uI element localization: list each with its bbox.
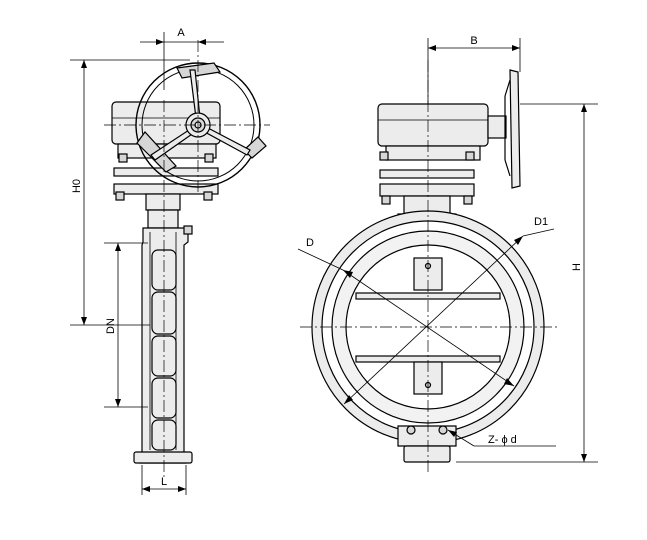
dim-L: L bbox=[141, 465, 187, 495]
side-bolt bbox=[115, 191, 125, 201]
side-neck bbox=[145, 193, 181, 211]
front-bolt bbox=[381, 195, 391, 205]
dim-label-Zd: Z- ϕ d bbox=[488, 434, 517, 446]
dim-label-H0: H0 bbox=[71, 179, 83, 193]
side-bolt bbox=[118, 153, 128, 163]
side-mount-flange bbox=[113, 183, 219, 195]
front-lug-hole bbox=[406, 425, 416, 435]
dim-H: H bbox=[456, 103, 598, 463]
front-bolt bbox=[465, 151, 475, 161]
front-bolt bbox=[463, 195, 473, 205]
front-bolt bbox=[379, 151, 389, 161]
dim-label-H: H bbox=[571, 263, 583, 271]
handwheel-grip bbox=[243, 136, 267, 159]
front-handwheel-shaft bbox=[487, 115, 507, 139]
side-view: A H0 DN L bbox=[70, 27, 270, 495]
dim-label-DN: DN bbox=[105, 318, 117, 334]
dim-label-D: D bbox=[306, 237, 314, 249]
dim-B: B bbox=[427, 35, 521, 104]
dim-DN: DN bbox=[104, 242, 148, 408]
dim-A: A bbox=[140, 27, 224, 90]
dim-label-L: L bbox=[161, 476, 167, 488]
side-bolt bbox=[183, 225, 193, 235]
dim-D1: D1 bbox=[343, 216, 555, 405]
handwheel-grip bbox=[176, 62, 222, 79]
front-gearbox-housing bbox=[377, 103, 489, 147]
dim-H0: H0 bbox=[70, 59, 190, 326]
side-bolt bbox=[204, 153, 214, 163]
dim-label-B: B bbox=[470, 35, 477, 47]
dim-label-D1: D1 bbox=[534, 216, 548, 228]
side-base-foot bbox=[133, 451, 193, 464]
front-top-flange bbox=[379, 169, 475, 179]
front-view: B H D D1 bbox=[297, 35, 598, 475]
side-disc-segment bbox=[151, 377, 177, 419]
side-bolt bbox=[203, 191, 213, 201]
side-neck-lower bbox=[147, 209, 179, 229]
front-base-foot bbox=[403, 445, 451, 463]
dim-Zd: Z- ϕ d bbox=[447, 429, 556, 447]
front-lug-hole bbox=[438, 425, 448, 435]
front-handwheel-rim bbox=[509, 69, 521, 189]
dim-label-A: A bbox=[177, 27, 185, 39]
dim-D: D bbox=[297, 237, 515, 387]
front-mount-flange bbox=[379, 183, 475, 197]
